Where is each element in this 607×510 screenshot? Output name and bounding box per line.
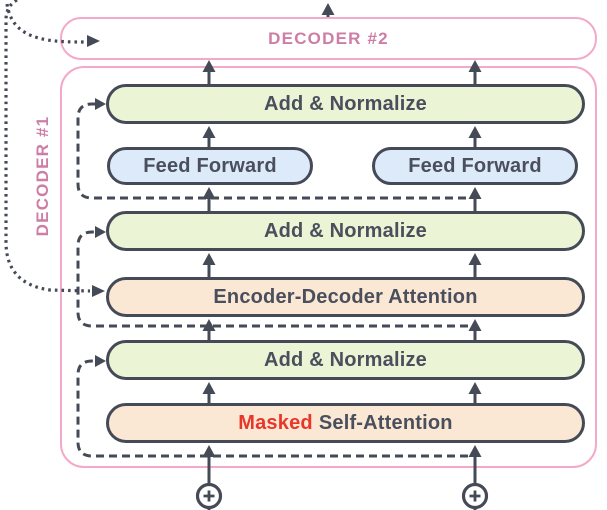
feed-forward-right-box: Feed Forward (372, 147, 578, 185)
add-normalize-middle-box: Add & Normalize (106, 211, 585, 251)
self-attention-word: Self-Attention (318, 411, 453, 434)
add-normalize-bottom-label: Add & Normalize (263, 348, 428, 371)
feed-forward-left-box: Feed Forward (107, 147, 313, 185)
input-plus-right-icon (461, 482, 489, 510)
masked-word: Masked (238, 411, 313, 434)
feed-forward-left-label: Feed Forward (143, 154, 277, 177)
add-normalize-bottom-box: Add & Normalize (106, 340, 585, 380)
decoder1-label: DECODER #1 (33, 115, 52, 237)
add-normalize-top-box: Add & Normalize (106, 84, 585, 124)
decoder2-label: DECODER #2 (268, 28, 389, 48)
add-normalize-top-label: Add & Normalize (263, 92, 428, 115)
encoder-decoder-attention-label: Encoder-Decoder Attention (213, 285, 478, 308)
encoder-decoder-attention-box: Encoder-Decoder Attention (106, 277, 585, 317)
masked-self-attention-box: Masked Self-Attention (106, 403, 585, 443)
add-normalize-middle-label: Add & Normalize (263, 219, 428, 242)
feed-forward-right-label: Feed Forward (408, 154, 542, 177)
input-plus-left-icon (195, 482, 223, 510)
decoder2-box: DECODER #2 (60, 17, 597, 60)
